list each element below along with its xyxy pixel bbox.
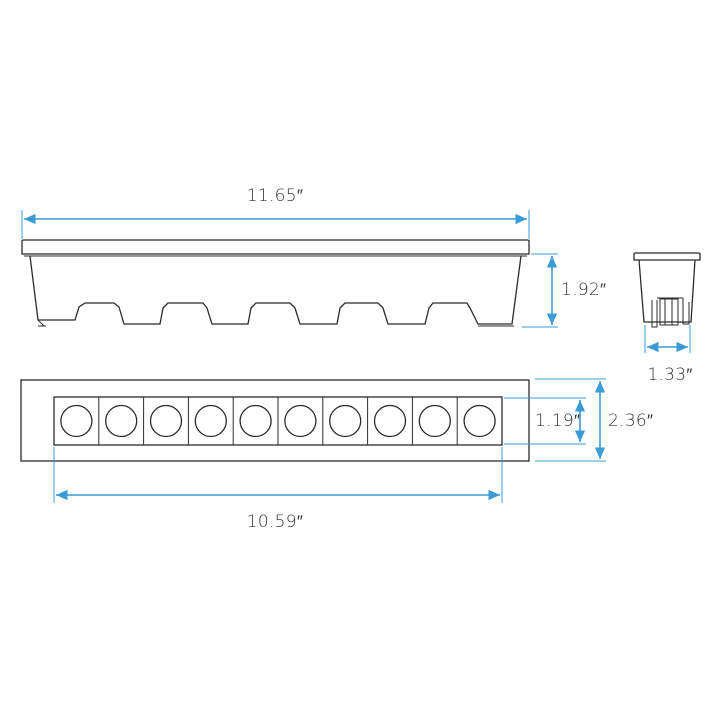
face-outer-frame xyxy=(20,379,530,462)
led-lens xyxy=(105,404,138,438)
led-lens xyxy=(418,404,451,438)
end-connector xyxy=(659,298,679,326)
side-body-profile xyxy=(29,255,522,325)
dim-height-label: 1.92″ xyxy=(561,280,606,300)
side-foot-left xyxy=(37,319,45,327)
led-lens xyxy=(149,404,183,438)
dim-inner-length-label: 10.59″ xyxy=(247,512,304,532)
led-lens xyxy=(329,404,362,438)
face-view: 2.36″ 1.19″ 10.59″ xyxy=(20,378,653,532)
led-lens xyxy=(239,404,272,438)
end-flange xyxy=(633,252,701,261)
side-flange xyxy=(21,239,530,255)
end-body xyxy=(638,259,696,323)
dim-length-label: 11.65″ xyxy=(247,186,304,206)
led-lens xyxy=(194,404,227,438)
led-lens xyxy=(60,404,93,438)
end-view: 1.33″ xyxy=(633,252,701,385)
dim-depth-label: 1.33″ xyxy=(647,365,692,385)
end-bracket xyxy=(651,297,690,328)
led-lens xyxy=(373,404,407,438)
dim-inner-width-label: 1.19″ xyxy=(535,411,580,431)
dim-outer-width-label: 2.36″ xyxy=(608,411,653,431)
led-lens xyxy=(463,404,496,438)
side-elevation-view: 11.65″ 1.92″ xyxy=(21,186,606,328)
led-lens xyxy=(284,404,317,438)
led-cell-group xyxy=(60,397,496,445)
